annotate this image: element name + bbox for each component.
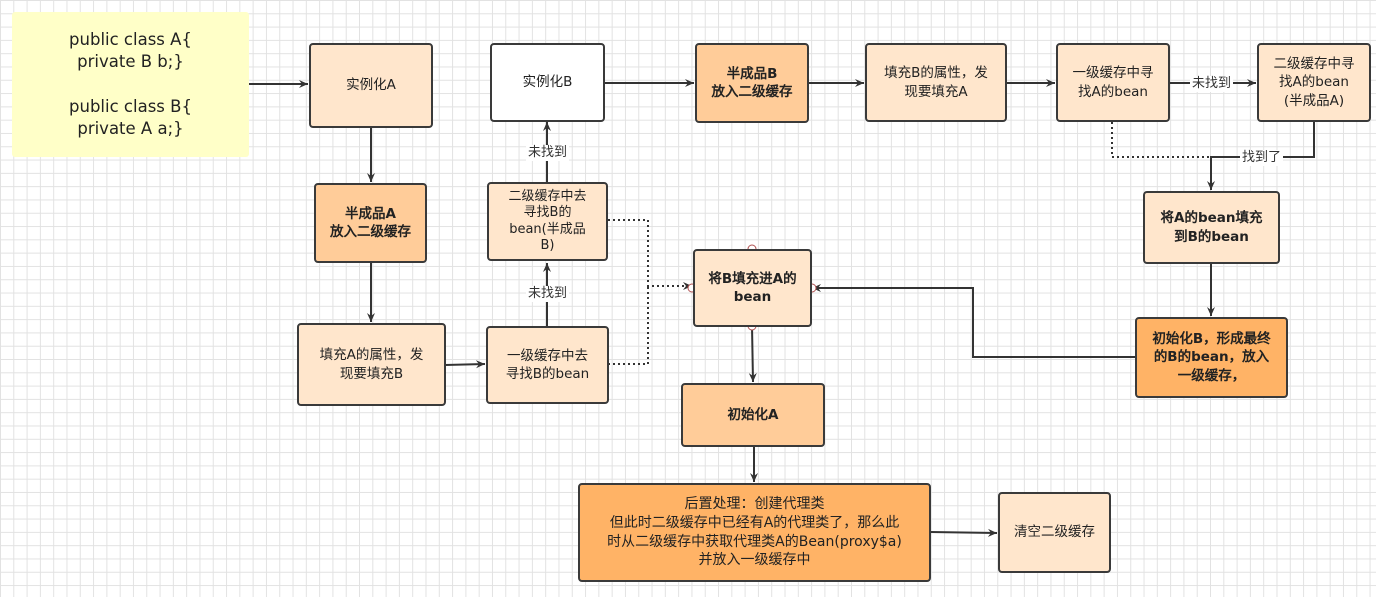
node-init-b[interactable]: 初始化B，形成最终 的B的bean，放入 一级缓存，	[1135, 317, 1288, 398]
node-post-process[interactable]: 后置处理：创建代理类 但此时二级缓存中已经有A的代理类了，那么此 时从二级缓存中…	[578, 483, 931, 582]
edge-fill-b-into-a-to-init-a	[748, 325, 757, 383]
edge-label-found: 找到了	[1240, 150, 1284, 166]
edge-label-not-found-1: 未找到	[526, 286, 570, 302]
node-l2-find-b[interactable]: 二级缓存中去 寻找B的 bean(半成品 B)	[487, 182, 608, 261]
edge-l1-find-a-dotted	[1111, 122, 1211, 158]
node-clear-l2[interactable]: 清空二级缓存	[998, 492, 1111, 573]
node-fill-b-into-a[interactable]: 将B填充进A的 bean	[693, 249, 812, 327]
node-init-a[interactable]: 初始化A	[681, 383, 825, 447]
node-fill-a[interactable]: 填充A的属性，发 现要填充B	[297, 323, 446, 406]
edge-fill-a-to-l1-find-b	[444, 360, 486, 369]
node-half-a[interactable]: 半成品A 放入二级缓存	[314, 183, 427, 263]
node-half-b[interactable]: 半成品B 放入二级缓存	[695, 43, 809, 123]
node-l2-find-a[interactable]: 二级缓存中寻 找A的bean (半成品A)	[1257, 43, 1371, 122]
node-instantiate-a[interactable]: 实例化A	[309, 43, 433, 128]
edge-label-not-found-3: 未找到	[1190, 76, 1234, 92]
node-fill-b[interactable]: 填充B的属性，发 现要填充A	[865, 43, 1007, 122]
node-l1-find-a[interactable]: 一级缓存中寻 找A的bean	[1056, 43, 1170, 122]
edge-l2-find-b-dotted	[608, 219, 692, 290]
edge-init-b-to-fill-b-into-a	[812, 284, 1135, 358]
node-instantiate-b[interactable]: 实例化B	[490, 43, 605, 122]
edge-l1-find-b-dotted	[608, 286, 649, 365]
code-note: public class A{ private B b;} public cla…	[12, 12, 249, 157]
node-l1-find-b[interactable]: 一级缓存中去 寻找B的bean	[486, 326, 609, 404]
edge-label-not-found-2: 未找到	[526, 145, 570, 161]
edge-post-process-to-clear-l2	[929, 528, 998, 537]
node-fill-a-into-b[interactable]: 将A的bean填充 到B的bean	[1143, 191, 1280, 264]
